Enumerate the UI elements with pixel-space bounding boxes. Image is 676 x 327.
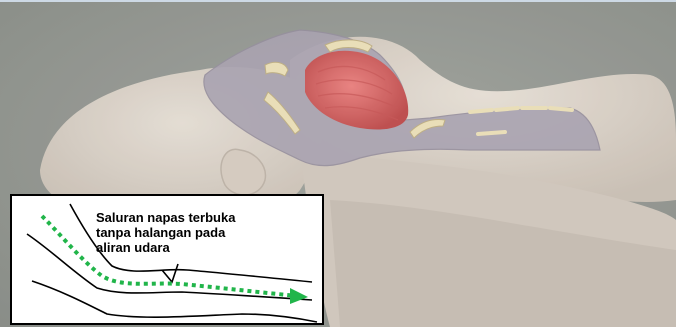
lower-wall-line (32, 281, 317, 322)
airflow-arrow-head (290, 288, 308, 304)
inset-diagram: Saluran napas terbuka tanpa halangan pad… (10, 194, 324, 325)
notch-line (162, 264, 178, 282)
inset-caption: Saluran napas terbuka tanpa halangan pad… (96, 210, 316, 255)
